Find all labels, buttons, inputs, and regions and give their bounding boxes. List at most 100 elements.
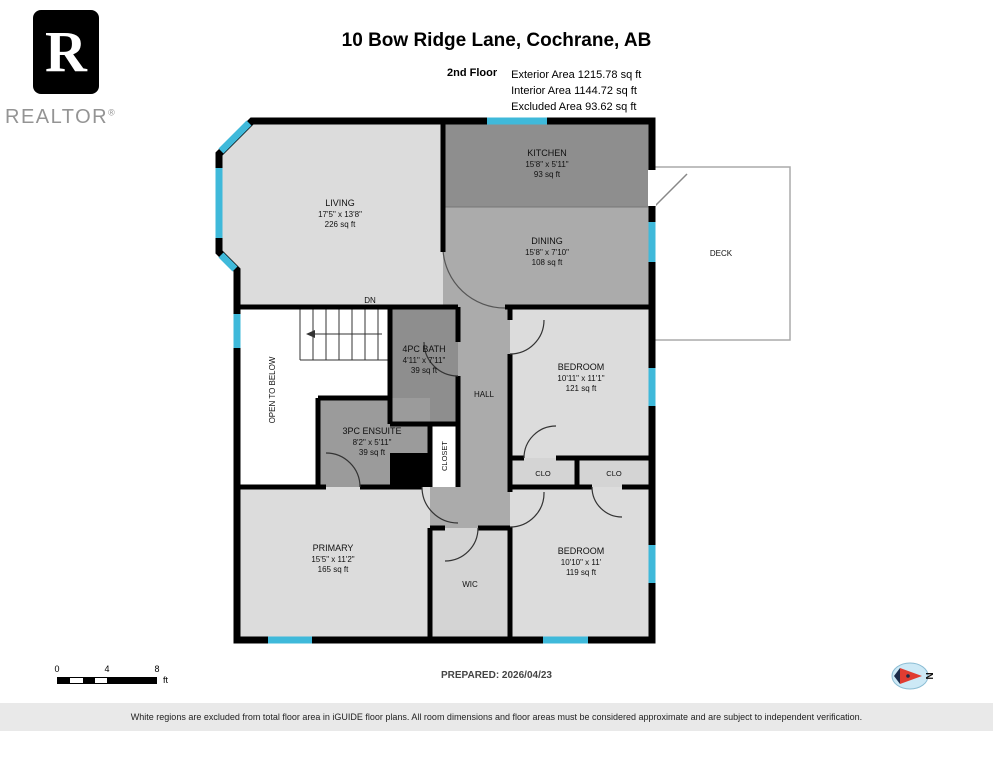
bath-dims: 4'11" x 7'11": [403, 356, 446, 365]
clo2-door: [591, 486, 623, 518]
bedroom2-label: BEDROOM 10'10" x 11' 119 sq ft: [558, 546, 605, 577]
kitchen-label: KITCHEN 15'8" x 5'11" 93 sq ft: [525, 148, 568, 179]
window-bay-lower: [218, 252, 238, 272]
dining-dims: 15'8" x 7'10": [525, 248, 569, 257]
interior-walls: [237, 121, 652, 640]
ensuite-name: 3PC ENSUITE: [342, 426, 401, 436]
bath-door: [423, 341, 459, 377]
realtor-wordmark-text: REALTOR: [5, 106, 109, 128]
door-arcs: [325, 319, 623, 562]
ensuite-label: 3PC ENSUITE 8'2" x 5'11" 39 sq ft: [342, 426, 401, 457]
bedroom2-name: BEDROOM: [558, 546, 605, 556]
area-lines: Exterior Area 1215.78 sq ft Interior Are…: [511, 67, 641, 115]
living-floor: [219, 121, 443, 307]
disclaimer-strip: White regions are excluded from total fl…: [0, 703, 993, 731]
windows: [215, 117, 656, 644]
room-labels: LIVING 17'5" x 13'8" 226 sq ft KITCHEN 1…: [268, 148, 733, 589]
scale-bar-graphic: [57, 677, 157, 684]
clo1-label: CLO: [535, 469, 551, 478]
scale-tick-8: 8: [154, 664, 160, 674]
exterior-area: Exterior Area 1215.78 sq ft: [511, 69, 642, 81]
deck-door-opening: [648, 170, 656, 206]
kitchen-name: KITCHEN: [527, 148, 567, 158]
hall-label: HALL: [474, 390, 495, 399]
bedroom1-area: 121 sq ft: [566, 384, 597, 393]
living-dims: 17'5" x 13'8": [318, 210, 362, 219]
closet-floor: [430, 424, 458, 487]
compass-north-label: N: [923, 672, 934, 679]
primary-name: PRIMARY: [313, 543, 354, 553]
open-to-below-label: OPEN TO BELOW: [268, 356, 277, 423]
wic-floor: [430, 528, 510, 640]
void-block: [390, 453, 430, 487]
primary-door: [421, 486, 459, 524]
room-fills: [219, 121, 652, 640]
bedroom2-dims: 10'10" x 11': [561, 558, 602, 567]
compass: N: [891, 662, 934, 690]
clo1-door: [523, 425, 557, 459]
primary-area: 165 sq ft: [318, 565, 349, 574]
bedroom2-door: [509, 491, 545, 528]
bedroom2-area: 119 sq ft: [566, 568, 597, 577]
scale-bar: 0 4 8 ft: [54, 664, 187, 690]
bath-name: 4PC BATH: [402, 344, 445, 354]
realtor-logo: R: [33, 10, 99, 94]
open-boundaries: [442, 206, 652, 309]
realtor-logo-letter: R: [45, 19, 87, 84]
deck-door-leaf: [654, 173, 688, 207]
bath-label: 4PC BATH 4'11" x 7'11" 39 sq ft: [402, 344, 445, 375]
clo1-floor: [510, 458, 577, 487]
clo2-floor: [577, 458, 652, 487]
dining-floor: [443, 207, 652, 307]
stair-arrow-head: [306, 330, 315, 338]
living-name: LIVING: [325, 198, 355, 208]
bedroom1-dims: 10'11" x 11'1": [557, 374, 604, 383]
stairs: [299, 307, 390, 361]
dining-area: 108 sq ft: [532, 258, 563, 267]
scale-unit: ft: [163, 675, 169, 685]
window-bay-upper: [218, 120, 252, 154]
interior-area: Interior Area 1144.72 sq ft: [511, 85, 637, 97]
bedroom1-label: BEDROOM 10'11" x 11'1" 121 sq ft: [557, 362, 604, 393]
realtor-wordmark: REALTOR®: [5, 106, 116, 129]
floor-info: 2nd Floor Exterior Area 1215.78 sq ft In…: [447, 67, 641, 115]
registered-mark: ®: [108, 107, 117, 118]
kitchen-dims: 15'8" x 5'11": [525, 160, 568, 169]
page-title: 10 Bow Ridge Lane, Cochrane, AB: [341, 30, 652, 51]
ensuite-door: [325, 452, 361, 488]
living-label: LIVING 17'5" x 13'8" 226 sq ft: [318, 198, 362, 229]
primary-label: PRIMARY 15'5" x 11'2" 165 sq ft: [311, 543, 354, 574]
deck: [651, 166, 791, 341]
living-area: 226 sq ft: [325, 220, 356, 229]
stairs-dn-label: DN: [364, 296, 376, 305]
bedroom1-name: BEDROOM: [558, 362, 605, 372]
dining-label: DINING 15'8" x 7'10" 108 sq ft: [525, 236, 569, 267]
primary-dims: 15'5" x 11'2": [311, 555, 354, 564]
scale-tick-0: 0: [54, 664, 60, 674]
dining-name: DINING: [531, 236, 563, 246]
wic-label: WIC: [462, 580, 478, 589]
bedroom1-door: [509, 319, 545, 355]
kitchen-area: 93 sq ft: [534, 170, 561, 179]
closet-label: CLOSET: [440, 441, 449, 471]
disclaimer-text: White regions are excluded from total fl…: [130, 712, 863, 722]
scale-tick-4: 4: [104, 664, 110, 674]
dining-hall-curve: [442, 249, 506, 309]
bedroom2-floor: [510, 487, 652, 640]
floor-label: 2nd Floor: [447, 67, 498, 79]
wic-door: [444, 527, 479, 562]
compass-tail: [894, 668, 900, 684]
compass-pivot: [906, 674, 910, 678]
hall-floor-vestibule: [430, 487, 510, 528]
clo2-label: CLO: [606, 469, 622, 478]
kitchen-floor: [443, 121, 652, 207]
bedroom1-floor: [510, 307, 652, 458]
deck-outline: [651, 166, 791, 341]
prepared-date: PREPARED: 2026/04/23: [441, 670, 552, 681]
ensuite-dims: 8'2" x 5'11": [353, 438, 392, 447]
deck-label: DECK: [710, 249, 733, 258]
compass-needle-icon: [900, 668, 922, 684]
primary-floor: [237, 487, 430, 640]
